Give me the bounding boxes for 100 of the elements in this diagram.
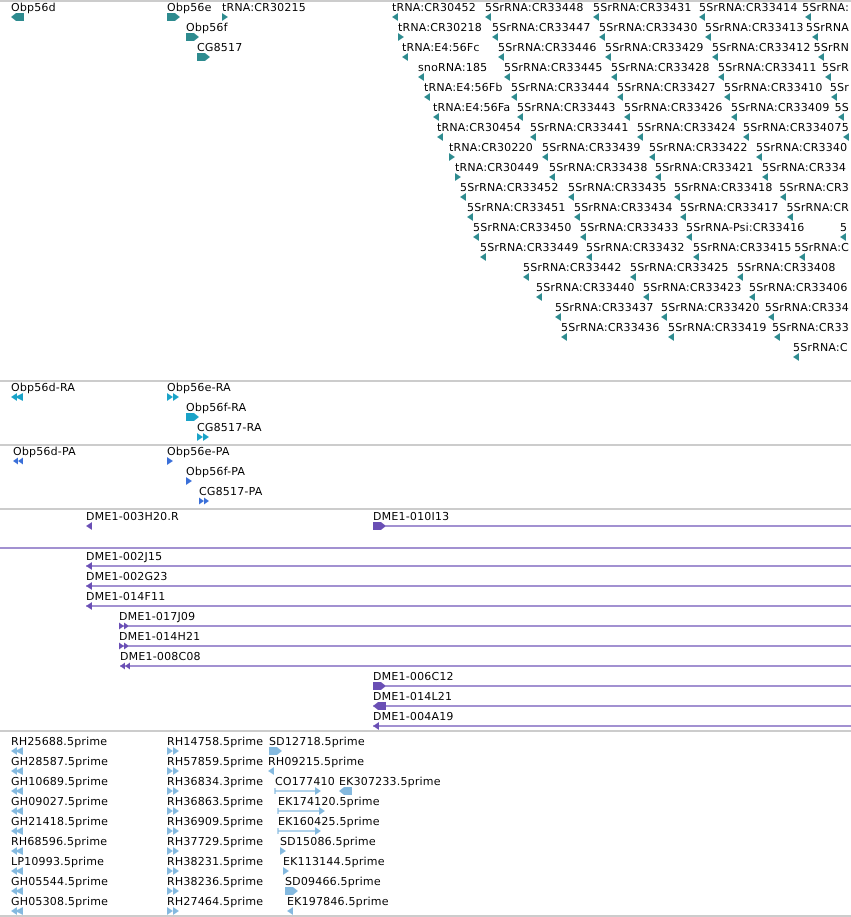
feature-label: Obp56e-RA	[167, 381, 231, 394]
feature-label: 5SrRNA:CR33445	[504, 61, 603, 74]
feature-label: 5SrRNA:CR33447	[492, 21, 591, 34]
feature-label: 5SrRNA:CR33438	[549, 161, 648, 174]
feature-label: 5SrRNA:CR33430	[599, 21, 698, 34]
feature-label: 5SrRNA:CR33437	[555, 301, 654, 314]
feature-label: 5SrRN	[814, 41, 849, 54]
feature-label: Obp56d-PA	[13, 445, 76, 458]
feature-label: RH38231.5prime	[167, 855, 264, 868]
feature-label: 5SrRNA-Psi:CR33416	[686, 221, 804, 234]
feature-label: CG8517	[197, 41, 242, 54]
feature-label: EK160425.5prime	[278, 815, 380, 828]
feature-label: 5SrRNA:CR33429	[605, 41, 704, 54]
feature-label: 5SrRNA:CR33439	[542, 141, 641, 154]
feature-label: tRNA:E4:56Fa	[433, 101, 510, 114]
feature-label: CG8517-RA	[197, 421, 262, 434]
feature-label: tRNA:CR30452	[392, 1, 476, 14]
feature-label: 5S	[834, 101, 849, 114]
feature-label: 5SrRNA:CR33446	[498, 41, 597, 54]
feature-label: 5SrRNA:CR33433	[580, 221, 679, 234]
feature-label: 5SrRNA:CR33426	[624, 101, 723, 114]
feature-label: LP10993.5prime	[11, 855, 104, 868]
feature-label: 5SrRNA:CR33431	[593, 1, 692, 14]
feature-label: 5SrRNA:CR334	[762, 161, 846, 174]
feature-label: GH09027.5prime	[11, 795, 108, 808]
feature-label: Obp56e-PA	[167, 445, 230, 458]
feature-label: DME1-002G23	[86, 570, 168, 583]
feature-label: 5SrRNA:CR33	[772, 321, 849, 334]
feature-label: DME1-003H20.R	[86, 510, 179, 523]
feature-label: 5SrRNA:CR33411	[718, 61, 817, 74]
feature-label: RH36863.5prime	[167, 795, 264, 808]
feature-label: 5SrRNA:CR33412	[712, 41, 811, 54]
feature-label: 5SrRNA:CR33427	[617, 81, 716, 94]
feature-label: 5SrRNA:CR33422	[649, 141, 748, 154]
feature-label: DME1-008C08	[120, 650, 201, 663]
feature-label: 5Sr	[830, 81, 849, 94]
feature-label: 5SrRNA:CR33423	[643, 281, 742, 294]
feature-label: 5SrRNA:CR33419	[668, 321, 767, 334]
feature-label: 5SrRNA:CR33407	[743, 121, 842, 134]
feature-label: DME1-002J15	[86, 550, 162, 563]
feature-label: 5SrR	[822, 61, 849, 74]
feature-label: 5SrRNA:CR33443	[517, 101, 616, 114]
feature-label: 5SrRNA:CR33408	[737, 261, 836, 274]
feature-label: 5	[840, 221, 848, 234]
feature-label: 5SrRNA:CR3340	[756, 141, 848, 154]
feature-label: RH27464.5prime	[167, 895, 264, 908]
feature-label: 5SrRNA:CR33418	[674, 181, 773, 194]
feature-label: 5SrRNA:C	[793, 341, 848, 354]
feature-label: 5SrRNA:CR33409	[731, 101, 830, 114]
feature-label: 5	[842, 121, 849, 134]
feature-label: RH57859.5prime	[167, 755, 264, 768]
feature-label: tRNA:CR30454	[437, 121, 521, 134]
feature-label: GH21418.5prime	[11, 815, 108, 828]
feature-label: Obp56f	[186, 21, 228, 34]
feature-label: CG8517-PA	[199, 485, 262, 498]
feature-label: 5SrRNA:CR33435	[568, 181, 667, 194]
feature-label: tRNA:CR30449	[455, 161, 539, 174]
feature-label: 5SrRNA	[806, 21, 849, 34]
feature-label: EK307233.5prime	[339, 775, 441, 788]
feature-label: DME1-006C12	[373, 670, 454, 683]
feature-label: EK174120.5prime	[278, 795, 380, 808]
feature-label: 5SrRNA:C	[794, 241, 849, 254]
feature-label: RH37729.5prime	[167, 835, 264, 848]
feature-label: 5SrRNA:	[802, 1, 849, 14]
feature-label: Obp56f-RA	[186, 401, 246, 414]
feature-label: EK113144.5prime	[283, 855, 385, 868]
feature-label: 5SrRNA:CR33449	[480, 241, 579, 254]
feature-label: 5SrRNA:CR33406	[749, 281, 848, 294]
feature-label: SD09466.5prime	[285, 875, 381, 888]
feature-label: RH09215.5prime	[268, 755, 364, 768]
feature-label: snoRNA:185	[418, 61, 488, 74]
feature-label: 5SrRNA:CR33442	[523, 261, 622, 274]
feature-label: EK197846.5prime	[287, 895, 389, 908]
feature-label: 5SrRNA:CR33425	[630, 261, 729, 274]
feature-label: 5SrRNA:CR33415	[693, 241, 792, 254]
feature-label: 5SrRNA:CR33452	[460, 181, 559, 194]
feature-label: 5SrRNA:CR33436	[561, 321, 660, 334]
feature-label: 5SrRNA:CR33450	[473, 221, 572, 234]
feature-label: 5SrRNA:CR33420	[661, 301, 760, 314]
feature-label: 5SrRNA:CR33421	[655, 161, 754, 174]
feature-label: 5SrRNA:CR33424	[637, 121, 736, 134]
feature-label: tRNA:E4:56Fc	[402, 41, 480, 54]
feature-label: GH05544.5prime	[11, 875, 108, 888]
feature-label: Obp56f-PA	[186, 465, 246, 478]
feature-label: RH36834.3prime	[167, 775, 264, 788]
feature-label: 5SrRNA:CR33451	[467, 201, 566, 214]
feature-label: 5SrRNA:CR3	[779, 181, 849, 194]
feature-label: RH38236.5prime	[167, 875, 264, 888]
feature-label: 5SrRNA:CR33448	[485, 1, 584, 14]
feature-label: CO177410	[275, 775, 335, 788]
feature-label: tRNA:CR30218	[398, 21, 482, 34]
feature-label: 5SrRNA:CR33417	[680, 201, 779, 214]
feature-label: Obp56e	[167, 1, 212, 14]
feature-label: Obp56d	[11, 1, 56, 14]
feature-label: DME1-014L21	[373, 690, 452, 703]
feature-label: GH28587.5prime	[11, 755, 108, 768]
feature-label: SD12718.5prime	[269, 735, 365, 748]
feature-label: 5SrRNA:CR33428	[611, 61, 710, 74]
feature-label: 5SrRNA:CR33432	[586, 241, 685, 254]
feature-label: tRNA:CR30215	[222, 1, 306, 14]
